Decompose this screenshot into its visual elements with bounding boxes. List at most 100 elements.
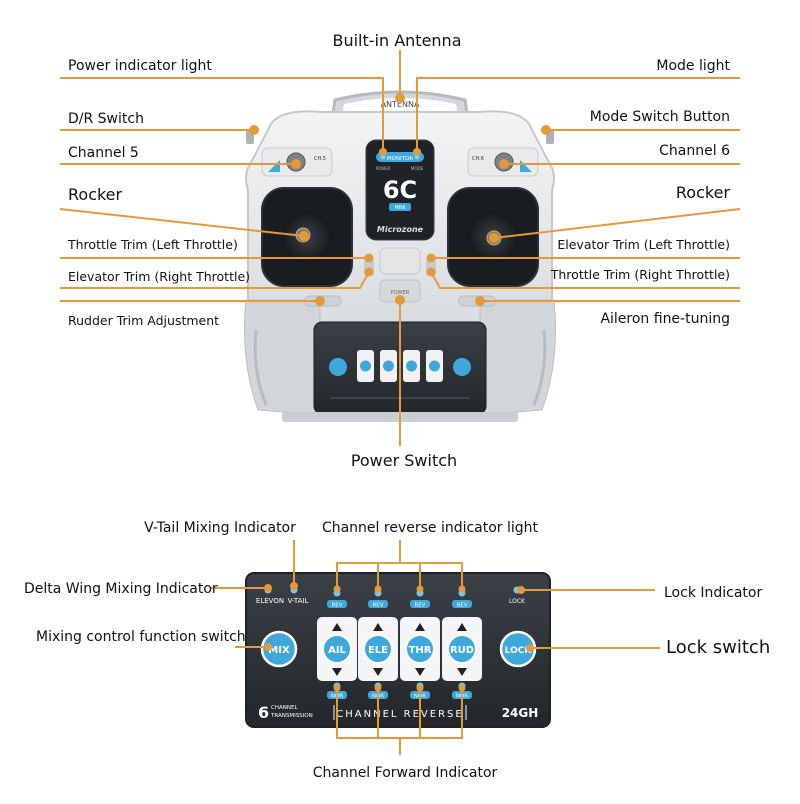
mini-mix-button[interactable]: [329, 358, 347, 376]
rev-badge-ail: [327, 600, 347, 608]
thr-button[interactable]: [405, 634, 435, 664]
rev-leds: REV REV REV REV: [327, 589, 472, 609]
ele-button[interactable]: [363, 634, 393, 664]
up-arrow-icon: [457, 623, 467, 631]
mini-ele-dot: [383, 360, 394, 372]
leader-dot-mode-light: [413, 148, 421, 156]
leader-dot-vtail: [290, 582, 298, 590]
freq-text: 24GH: [502, 706, 539, 720]
top-leader-lines: [59, 50, 741, 446]
label-lock-switch: Lock switch: [666, 637, 770, 658]
model-text: 6C: [383, 176, 417, 204]
monitor-pill: [376, 152, 424, 162]
leader-dot-lock-switch: [526, 644, 534, 652]
leader-dot-nor-rud: [458, 684, 466, 692]
label-rocker-left: Rocker: [68, 185, 123, 204]
leader-dot-lock-indicator: [517, 586, 525, 594]
ch5-text: CH.5: [314, 156, 326, 162]
left-grip: [244, 299, 321, 416]
leader-dot-elevator-trim-right: [364, 267, 374, 277]
mini-lock-button[interactable]: [453, 358, 471, 376]
label-delta-indicator: Delta Wing Mixing Indicator: [24, 581, 218, 597]
leader-dot-elevator-trim-left: [426, 253, 436, 263]
leader-dot-throttle-trim-left: [364, 253, 374, 263]
leader-dot-aileron-trim: [475, 296, 485, 306]
brand-text: Microzone: [377, 225, 424, 234]
mini-badge: [389, 203, 411, 211]
vtail-text: V-TAIL: [288, 597, 309, 605]
mix-label: MIX: [268, 645, 290, 656]
leader-dot-channel6: [499, 159, 509, 169]
label-rocker-right: Rocker: [676, 183, 731, 202]
mini-text: MINI: [394, 205, 405, 211]
label-throttle-trim-left: Throttle Trim (Left Throttle): [67, 237, 238, 252]
center-display: [365, 139, 435, 241]
power-led-text: POWER: [376, 166, 391, 171]
leader-dot-mixing: [264, 643, 272, 651]
mini-thr-dot: [406, 360, 417, 372]
label-aileron-trim: Aileron fine-tuning: [600, 311, 730, 327]
label-mode-light: Mode light: [656, 58, 730, 74]
rud-button[interactable]: [447, 634, 477, 664]
label-lock-indicator: Lock Indicator: [664, 585, 762, 601]
ail-button[interactable]: [322, 634, 352, 664]
leader-dot-nor-ele: [374, 684, 382, 692]
top-labels: Built-in Antenna Power indicator light M…: [67, 31, 731, 470]
panel-labels: V-Tail Mixing Indicator Channel reverse …: [24, 520, 770, 781]
down-arrow-icon: [332, 668, 342, 676]
up-arrow-icon: [373, 623, 383, 631]
right-grip-ridge: [532, 329, 547, 406]
rev-text-thr: REV: [414, 603, 425, 609]
up-arrow-icon: [415, 623, 425, 631]
leader-dot-dr-switch: [249, 125, 259, 135]
down-arrow-icon: [457, 668, 467, 676]
leader-throttle-trim-right: [430, 271, 740, 289]
leader-dot-rocker-right: [489, 233, 499, 243]
label-channel-6: Channel 6: [659, 143, 730, 159]
leader-mode-light: [416, 77, 740, 152]
left-grip-ridge: [253, 329, 268, 406]
leader-rocker-left: [59, 208, 305, 237]
leader-power-light: [60, 77, 384, 152]
mini-rud-dot: [429, 360, 440, 372]
rud-label: RUD: [450, 645, 474, 656]
leader-dot-rudder-trim: [315, 296, 325, 306]
label-power-indicator-light: Power indicator light: [68, 58, 212, 74]
mini-ail-dot: [360, 360, 371, 372]
leader-dot-rev-thr: [416, 585, 424, 593]
panel-leader-lines: [210, 540, 660, 755]
label-elevator-trim-left: Elevator Trim (Left Throttle): [557, 237, 730, 252]
right-grip: [479, 299, 556, 416]
center-cover: [379, 247, 421, 275]
leader-elevator-trim-right: [60, 271, 370, 289]
lock-label: LOCK: [505, 646, 533, 656]
six-text: 6: [258, 703, 269, 722]
leader-dot-delta: [264, 584, 272, 592]
leader-dot-antenna: [395, 93, 405, 103]
label-mode-switch-button: Mode Switch Button: [590, 109, 730, 125]
channel-keys: AIL ELE THR RUD: [317, 617, 482, 681]
leader-dot-nor-ail: [333, 684, 341, 692]
down-arrow-icon: [373, 668, 383, 676]
leader-dot-rocker-left: [299, 231, 309, 241]
elevon-text: ELEVON: [256, 597, 284, 605]
lock-led-text: LOCK: [509, 598, 526, 605]
channel-reverse-text: CHANNEL REVERSE: [336, 709, 463, 720]
rev-badge-rud: [452, 600, 472, 608]
down-arrow-icon: [415, 668, 425, 676]
rev-text-ail: REV: [331, 603, 342, 609]
monitor-text: MONITOR: [387, 156, 413, 162]
leader-dot-channel5: [291, 159, 301, 169]
label-throttle-trim-right: Throttle Trim (Right Throttle): [550, 267, 730, 282]
label-built-in-antenna: Built-in Antenna: [332, 31, 461, 50]
leader-rocker-right: [493, 208, 741, 239]
channel-word: CHANNEL: [271, 705, 298, 711]
label-forward-indicator: Channel Forward Indicator: [313, 765, 498, 781]
mix-button[interactable]: [260, 630, 298, 668]
leader-dot-throttle-trim-right: [426, 267, 436, 277]
label-reverse-light: Channel reverse indicator light: [322, 520, 539, 536]
control-panel: ELEVON V-TAIL LOCK REV REV REV REV: [245, 572, 551, 728]
label-power-switch: Power Switch: [351, 451, 457, 470]
